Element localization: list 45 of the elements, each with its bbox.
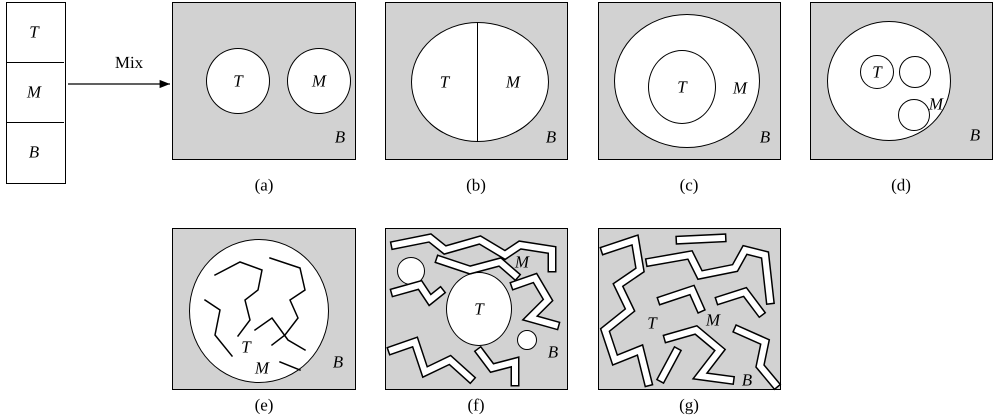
morphology-panel	[385, 2, 568, 160]
morphology-panel	[172, 2, 356, 160]
panel-caption: (c)	[680, 176, 698, 194]
phase-label: T	[872, 64, 882, 80]
arrow	[68, 80, 170, 88]
morphology-panel	[172, 228, 356, 390]
phase-label: M	[514, 254, 530, 270]
phase-domain	[899, 56, 931, 88]
panel-caption: (f)	[468, 396, 484, 414]
phase-label: M	[26, 84, 42, 100]
phase-label: M	[254, 360, 270, 376]
edge-label: Mix	[112, 54, 146, 71]
phase-label: B	[334, 128, 346, 146]
morphology-panel	[598, 2, 781, 160]
phase-label: B	[546, 128, 556, 146]
phase-label: T	[677, 78, 687, 96]
phase-label: T	[647, 314, 657, 332]
phase-label: B	[548, 344, 558, 360]
phase-label: M	[506, 74, 520, 90]
phase-label: B	[760, 128, 770, 146]
phase-domain	[397, 257, 425, 285]
phase-label: M	[732, 80, 748, 96]
phase-label: B	[970, 126, 980, 144]
panel-caption: (d)	[891, 176, 911, 194]
phase-domain	[860, 55, 894, 89]
morphology-panel	[810, 2, 993, 160]
panel-caption: (b)	[466, 176, 486, 194]
panel-caption: (a)	[254, 176, 274, 194]
phase-label: T	[241, 338, 251, 356]
phase-label: M	[706, 312, 720, 328]
phase-domain	[517, 330, 537, 350]
phase-label: M	[928, 96, 944, 112]
panel-caption: (e)	[254, 396, 274, 414]
phase-label: T	[474, 300, 484, 318]
phase-domain	[898, 99, 930, 131]
phase-label: M	[312, 72, 326, 90]
phase-domain	[446, 272, 512, 346]
panel-caption: (g)	[679, 396, 699, 414]
phase-label: T	[29, 24, 39, 40]
layer-stack	[6, 2, 66, 184]
phase-label: B	[742, 372, 752, 388]
phase-label: T	[233, 72, 243, 90]
phase-label: T	[440, 74, 450, 90]
phase-label: B	[332, 354, 344, 370]
phase-label: B	[28, 144, 40, 160]
